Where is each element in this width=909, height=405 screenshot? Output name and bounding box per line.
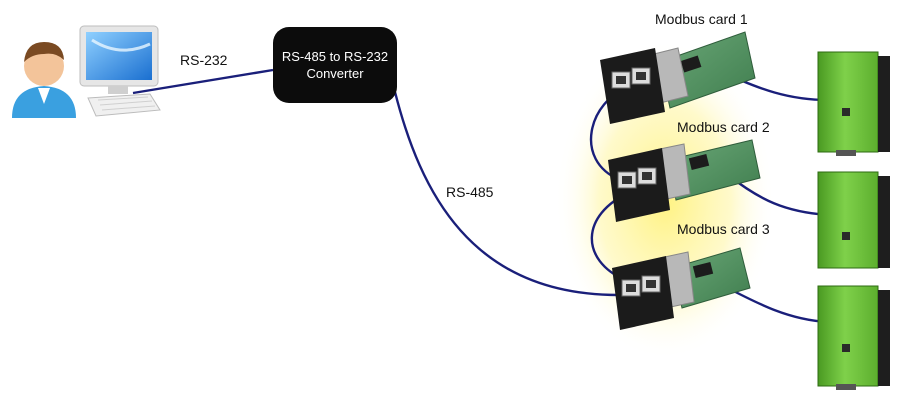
modbus-card-2-icon [608, 139, 761, 222]
converter-label-line1: RS-485 to RS-232 [281, 49, 389, 64]
cables [132, 68, 829, 324]
converter-label-line2: Converter [306, 66, 364, 81]
user-computer-icon [12, 25, 161, 118]
rs232-cable [132, 68, 274, 95]
modbus-card-1-icon [600, 31, 756, 124]
modbus-card-3-label: Modbus card 3 [677, 221, 770, 237]
rs485-cable [393, 91, 619, 297]
inverter-3-icon [817, 285, 890, 390]
modbus-card-3-icon [612, 247, 751, 330]
modbus-card-2-label: Modbus card 2 [677, 119, 770, 135]
rs485-label: RS-485 [446, 184, 494, 200]
inverter-2-icon [817, 171, 890, 269]
converter-box: RS-485 to RS-232 Converter [273, 27, 397, 103]
inverter-1-icon [817, 51, 890, 156]
modbus-card-1-label: Modbus card 1 [655, 11, 748, 27]
rs232-label: RS-232 [180, 52, 228, 68]
